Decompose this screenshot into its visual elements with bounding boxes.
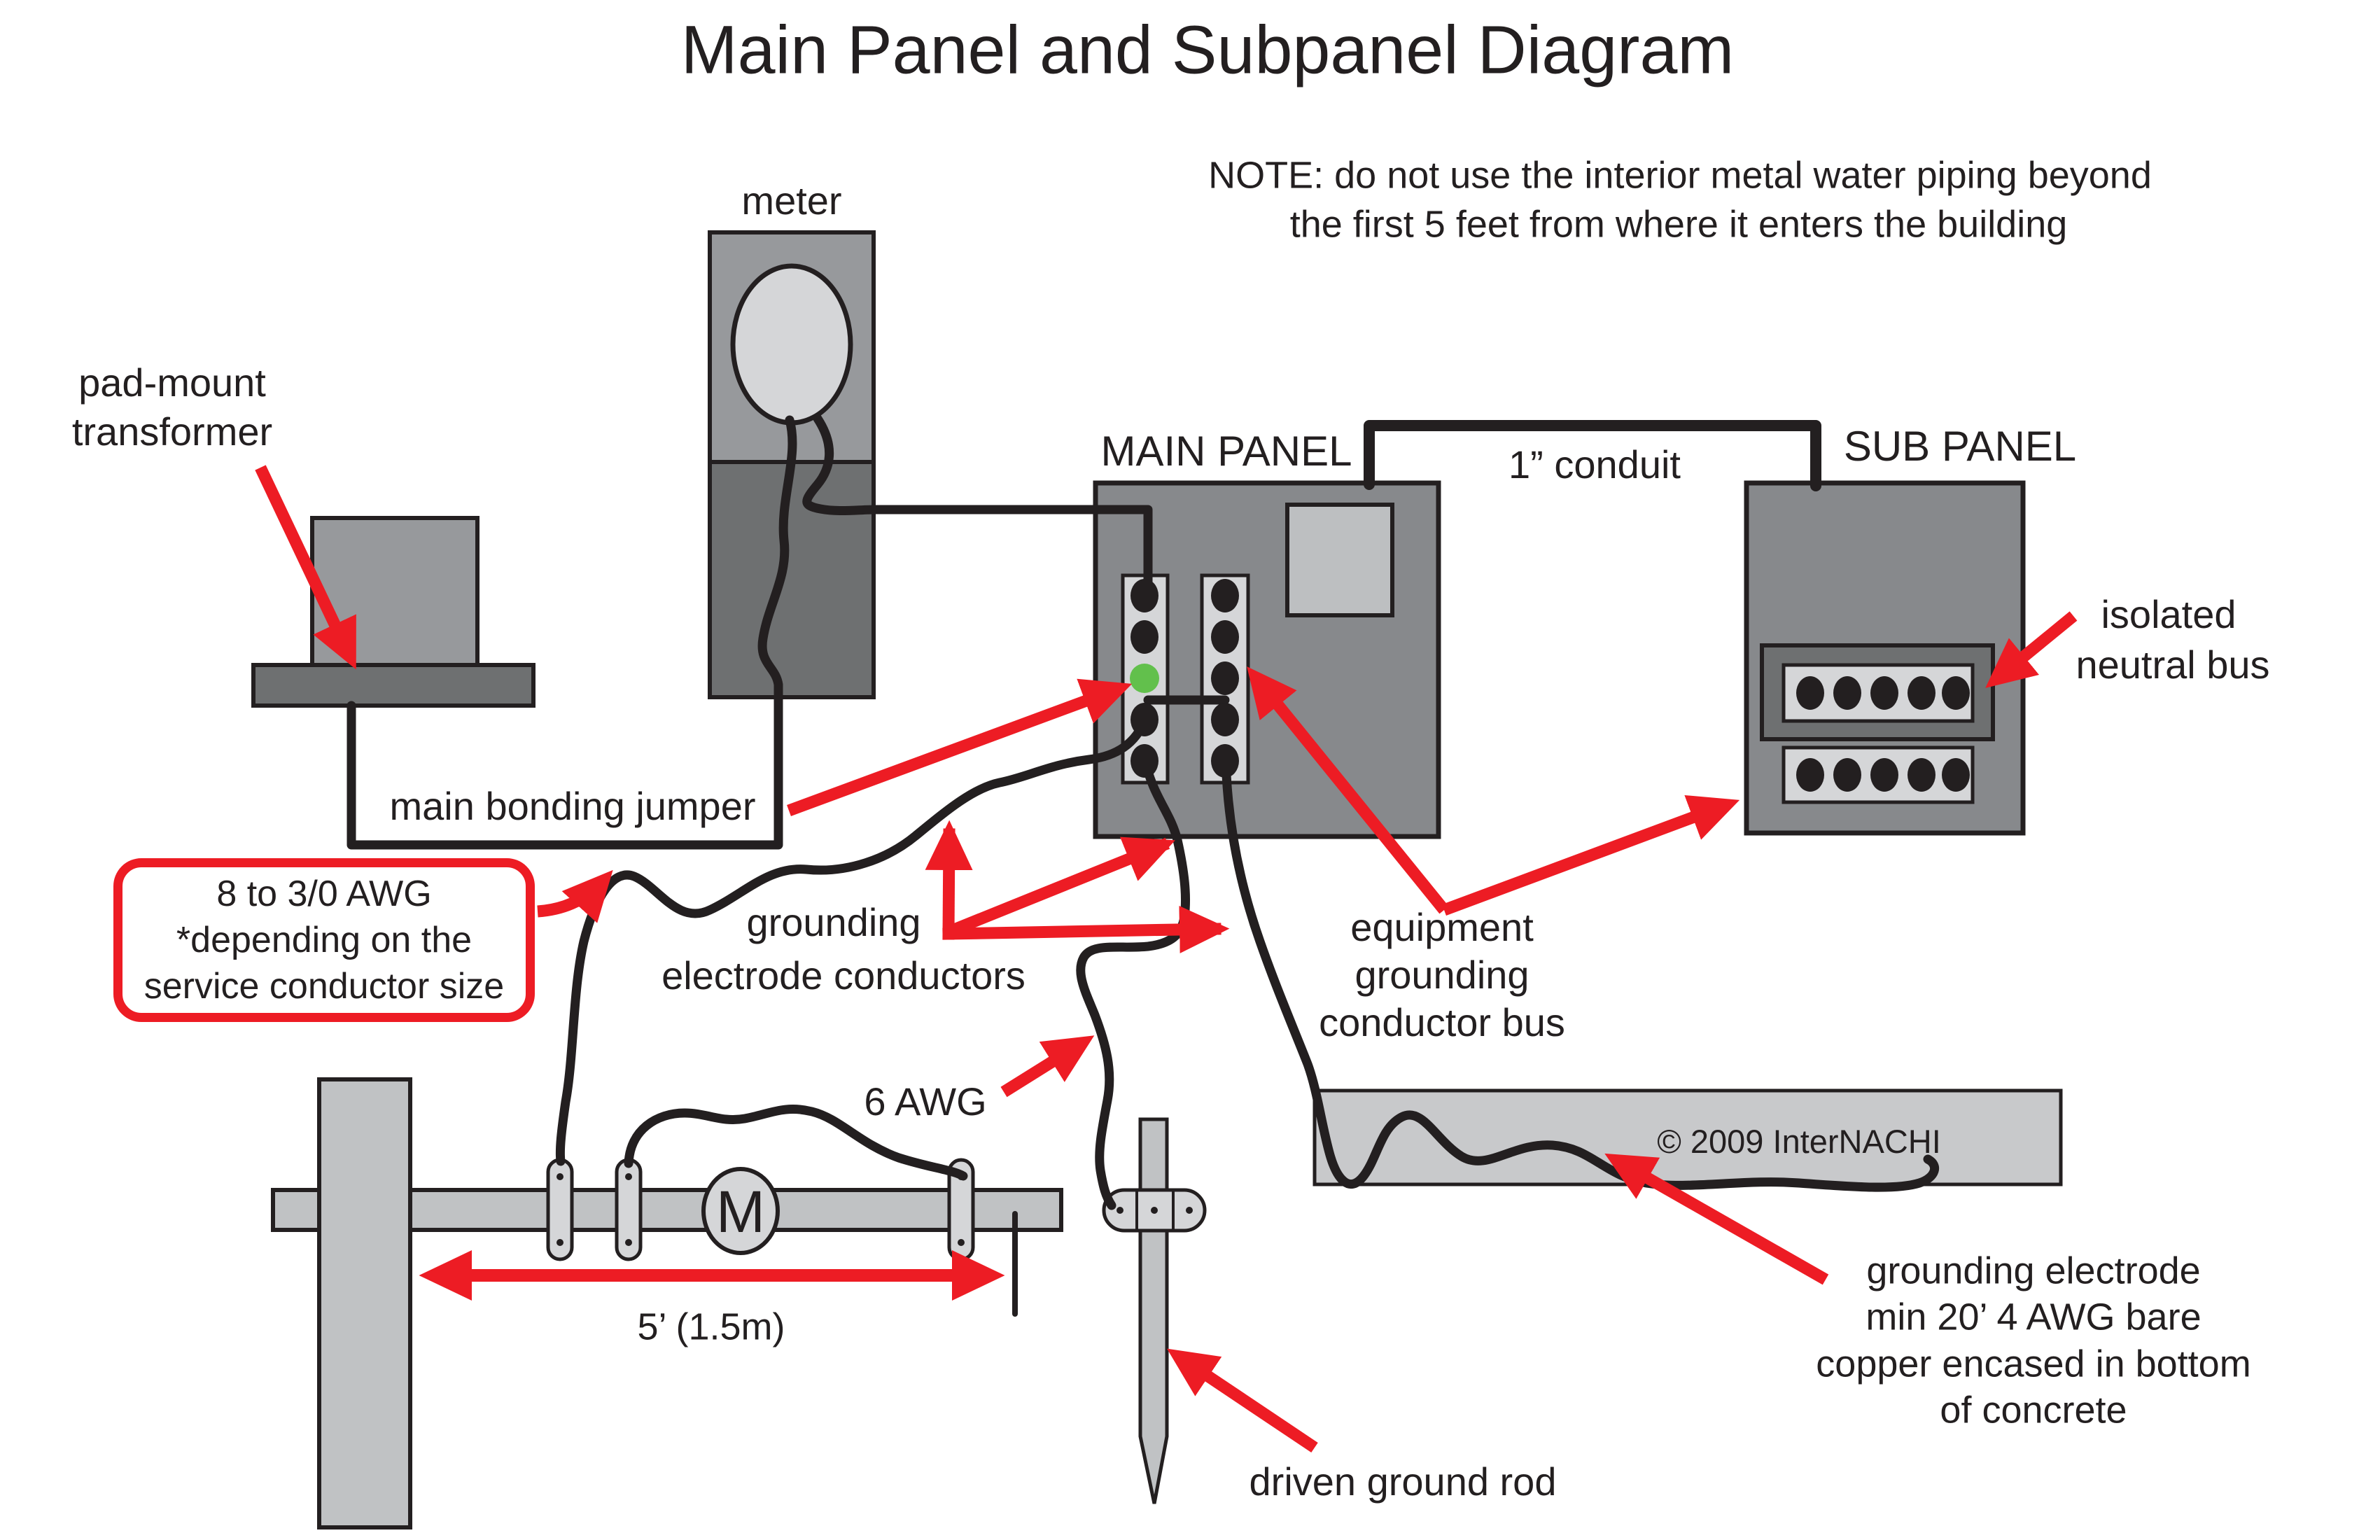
six-awg-label: 6 AWG (864, 1079, 987, 1124)
gec-arrow-diagonal (942, 836, 1175, 939)
isolated-neutral-label-line-1: isolated (2101, 592, 2236, 637)
egc-label-line-1: equipment (1350, 905, 1534, 950)
driven-ground-rod-label: driven ground rod (1249, 1460, 1557, 1504)
sub-panel-label: SUB PANEL (1843, 423, 2077, 470)
pipe-clamp-2 (615, 1158, 643, 1261)
equipment-ground-bus-lugs (1211, 579, 1239, 778)
main-panel-label: MAIN PANEL (1100, 428, 1352, 475)
awg-callout-box: 8 to 3/0 AWG *depending on the service c… (113, 858, 535, 1022)
meter-lower-box (708, 460, 876, 699)
water-pipe-riser (317, 1077, 412, 1530)
note-line-1: NOTE: do not use the interior metal wate… (1208, 154, 2152, 197)
main-bonding-jumper-label: main bonding jumper (389, 784, 756, 829)
gec-water-pipe-wire (555, 715, 1150, 1166)
neutral-bus-lugs (1130, 579, 1158, 778)
isolated-neutral-bus-lugs (1796, 676, 1970, 710)
pipe-clamp-1 (546, 1158, 574, 1261)
concrete-electrode-arrow (1604, 1153, 1829, 1285)
gec-arrow-right (942, 905, 1230, 953)
transformer-base (251, 663, 536, 708)
awg-box-arrow (537, 869, 613, 923)
egc-arrow-to-sub-panel (1442, 794, 1740, 916)
gec-arrow-up (925, 820, 973, 940)
meter-label: meter (741, 178, 842, 223)
ge-note-line-2: min 20’ 4 AWG bare (1865, 1296, 2202, 1338)
ground-rod-clamp (1102, 1188, 1207, 1233)
page-title: Main Panel and Subpanel Diagram (680, 11, 1735, 88)
service-wire (802, 414, 1153, 597)
ground-rod-arrow (1167, 1348, 1318, 1453)
pad-mount-label-line-2: transformer (71, 410, 273, 454)
isolated-neutral-arrow (1985, 611, 2078, 688)
six-awg-arrow (1000, 1035, 1095, 1098)
gec-ground-rod-wire (1076, 756, 1191, 1210)
awg-box-line-3: service conductor size (144, 966, 505, 1007)
pad-mount-arrow (255, 465, 356, 670)
main-bonding-jumper-screw (1130, 664, 1159, 693)
gec-label-line-2: electrode conductors (662, 953, 1026, 998)
egc-label-line-3: conductor bus (1319, 1000, 1565, 1045)
transformer-feed-wire (346, 415, 797, 850)
water-meter-jumper-wire (624, 1105, 968, 1181)
awg-box-line-2: *depending on the (176, 920, 472, 960)
ge-note-line-1: grounding electrode (1866, 1250, 2201, 1292)
isolated-neutral-label-line-2: neutral bus (2076, 643, 2270, 687)
gec-label-line-1: grounding (746, 900, 921, 945)
gec-concrete-wire (1222, 770, 1940, 1192)
note-line-2: the first 5 feet from where it enters th… (1289, 203, 2068, 246)
ge-note-line-4: of concrete (1940, 1389, 2127, 1432)
conduit-label: 1” conduit (1508, 442, 1681, 487)
ge-note-line-3: copper encased in bottom (1816, 1343, 2251, 1385)
sub-panel-ground-bus-lugs (1796, 758, 1970, 792)
conduit-pipe (1364, 420, 1821, 491)
meter-dial-face (730, 263, 853, 426)
copyright-label: © 2009 InterNACHI (1657, 1123, 1941, 1161)
main-breaker (1285, 503, 1394, 617)
pad-mount-label-line-1: pad-mount (78, 360, 266, 405)
main-bonding-jumper-arrow (787, 678, 1133, 816)
pipe-dimension-label: 5’ (1.5m) (637, 1306, 785, 1348)
water-meter-label: M (716, 1179, 765, 1245)
egc-label-line-2: grounding (1354, 953, 1530, 997)
ground-rod (1138, 1117, 1169, 1504)
egc-arrow-to-main-panel (1247, 666, 1449, 914)
awg-box-line-1: 8 to 3/0 AWG (216, 874, 432, 914)
